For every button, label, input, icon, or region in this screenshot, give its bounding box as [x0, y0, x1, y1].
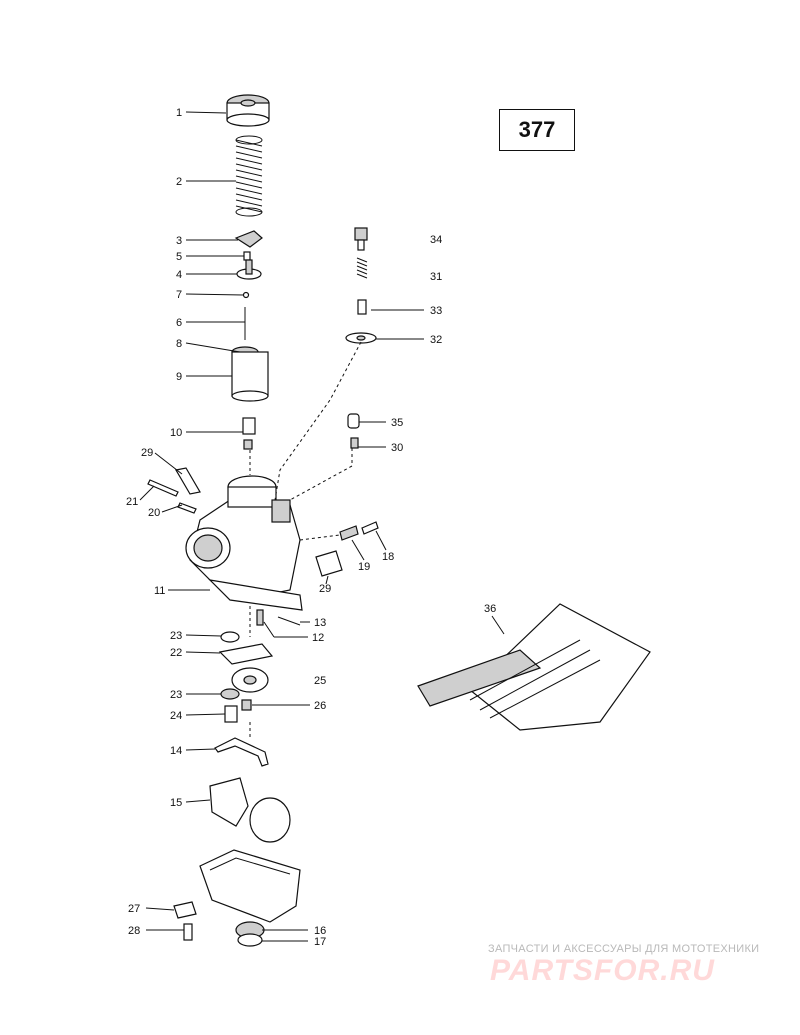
tool-kit-part — [417, 603, 651, 731]
callout-4: 4 — [176, 269, 182, 281]
callout-8: 8 — [176, 338, 182, 350]
slide-stack — [231, 230, 269, 450]
callout-29-right: 29 — [319, 583, 331, 595]
callout-34: 34 — [430, 234, 442, 246]
callout-13: 13 — [314, 617, 326, 629]
callout-32: 32 — [430, 334, 442, 346]
callout-29-left: 29 — [141, 447, 153, 459]
cap-part — [226, 94, 270, 127]
watermark-brand: PARTSFOR.RU — [490, 954, 715, 987]
callout-7: 7 — [176, 289, 182, 301]
idle-screw-stack — [345, 227, 377, 344]
spring-part — [235, 135, 263, 217]
callout-17: 17 — [314, 936, 326, 948]
callout-14: 14 — [170, 745, 182, 757]
callout-26: 26 — [314, 700, 326, 712]
callout-28: 28 — [128, 925, 140, 937]
callout-12: 12 — [312, 632, 324, 644]
carburetor-body — [185, 475, 303, 611]
callout-3: 3 — [176, 235, 182, 247]
callout-24: 24 — [170, 710, 182, 722]
page-number-box: 377 — [499, 109, 575, 151]
callout-labels: 1 2 3 5 4 7 6 8 9 10 29 21 20 11 23 22 2… — [126, 107, 496, 948]
callout-20: 20 — [148, 507, 160, 519]
callout-9: 9 — [176, 371, 182, 383]
callout-35: 35 — [391, 417, 403, 429]
callout-23-bottom: 23 — [170, 689, 182, 701]
callout-23-top: 23 — [170, 630, 182, 642]
watermark-tagline: ЗАПЧАСТИ И АКСЕССУАРЫ ДЛЯ МОТОТЕХНИКИ — [488, 943, 760, 955]
callout-21: 21 — [126, 496, 138, 508]
callout-2: 2 — [176, 176, 182, 188]
float-bowl — [199, 849, 301, 947]
callout-30: 30 — [391, 442, 403, 454]
callout-19: 19 — [358, 561, 370, 573]
callout-15: 15 — [170, 797, 182, 809]
callout-1: 1 — [176, 107, 182, 119]
page-number: 377 — [518, 117, 556, 142]
leader-lines — [139, 111, 505, 942]
callout-31: 31 — [430, 271, 442, 283]
callout-22: 22 — [170, 647, 182, 659]
callout-25: 25 — [314, 675, 326, 687]
callout-27: 27 — [128, 903, 140, 915]
callout-11: 11 — [154, 585, 165, 597]
callout-6: 6 — [176, 317, 182, 329]
callout-16: 16 — [314, 925, 326, 937]
callout-18: 18 — [382, 551, 394, 563]
callout-10: 10 — [170, 427, 182, 439]
callout-36: 36 — [484, 603, 496, 615]
callout-5: 5 — [176, 251, 182, 263]
callout-33: 33 — [430, 305, 442, 317]
